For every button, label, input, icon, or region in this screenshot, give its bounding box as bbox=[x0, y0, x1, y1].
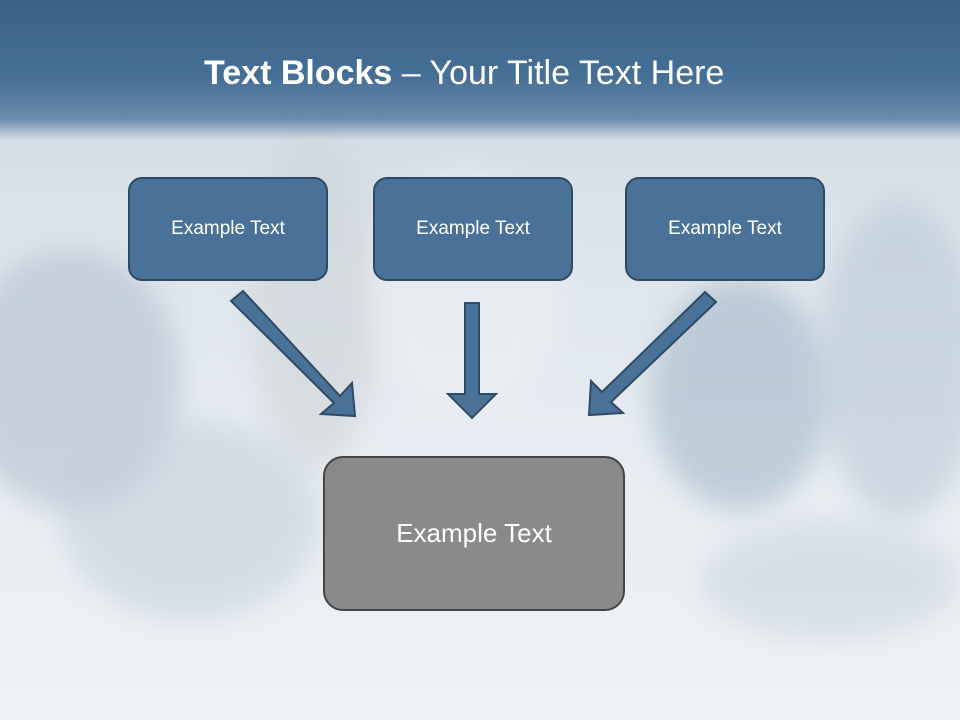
arrow-right-icon bbox=[587, 290, 718, 417]
title-rest: Your Title Text Here bbox=[429, 54, 725, 92]
arrow-down-icon bbox=[445, 302, 499, 420]
text-block-3[interactable]: Example Text bbox=[625, 177, 825, 281]
title-bar bbox=[0, 0, 960, 140]
title-dash: – bbox=[392, 54, 430, 92]
text-block-3-label: Example Text bbox=[668, 218, 782, 239]
title-bold: Text Blocks bbox=[204, 54, 393, 92]
text-block-1[interactable]: Example Text bbox=[128, 177, 328, 281]
slide-title: Text Blocks – Your Title Text Here bbox=[204, 54, 724, 93]
text-block-1-label: Example Text bbox=[171, 218, 285, 239]
arrow-left-icon bbox=[229, 289, 357, 418]
center-text-block-label: Example Text bbox=[396, 518, 552, 548]
text-block-2-label: Example Text bbox=[416, 218, 530, 239]
text-block-2[interactable]: Example Text bbox=[373, 177, 573, 281]
center-text-block[interactable]: Example Text bbox=[323, 456, 625, 611]
